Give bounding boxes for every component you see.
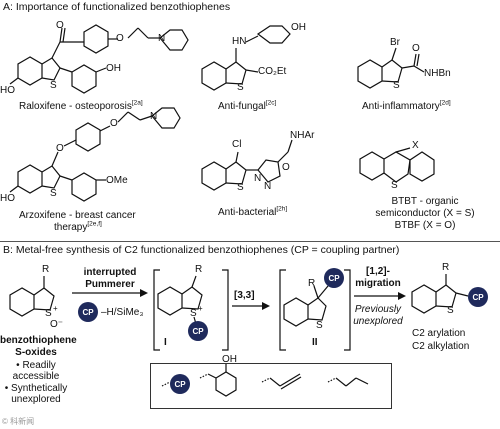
int1-r: R xyxy=(195,264,203,275)
substrate-bullet-2b: unexplored xyxy=(11,394,61,405)
arzoxifene-n: N xyxy=(150,111,158,122)
substrate-plus: + xyxy=(53,304,58,313)
product-s: S xyxy=(447,305,454,316)
btbt-label-2: semiconductor (X = S) xyxy=(375,208,475,219)
arzoxifene-o2: O xyxy=(110,118,118,129)
raloxifene-ho: HO xyxy=(0,85,15,96)
antiinflammatory-nhbn: NHBn xyxy=(424,68,451,79)
substrate-bullet-1b: accessible xyxy=(12,371,60,382)
arzoxifene-o1: O xyxy=(56,143,64,154)
section-divider xyxy=(0,241,500,242)
antifungal-co2et: CO₂Et xyxy=(258,66,287,77)
substrate-name-2: S-oxides xyxy=(15,347,57,358)
step2-label: [3,3] xyxy=(234,290,255,301)
watermark: © 科新闻 xyxy=(2,417,35,426)
antibacterial-label: Anti-bacterial[2h] xyxy=(218,205,288,218)
antiinflammatory-s: S xyxy=(393,80,400,91)
antifungal-label: Anti-fungal[2c] xyxy=(218,99,277,112)
product-outcome-1: C2 arylation xyxy=(412,328,466,339)
btbt-x: X xyxy=(412,140,419,151)
substrate-s: S xyxy=(45,308,52,319)
antiinflammatory-label: Anti-inflammatory[2d] xyxy=(362,99,451,112)
step1-cp-badge: CP xyxy=(82,308,94,317)
int2-r: R xyxy=(308,278,316,289)
step3-note-1: Previously xyxy=(354,304,402,315)
cp-box-oh: OH xyxy=(222,354,237,365)
antibacterial-nhar: NHAr xyxy=(290,130,315,141)
raloxifene-n: N xyxy=(158,33,166,44)
btbt-label-1: BTBT - organic xyxy=(391,196,459,207)
antiinflammatory-br: Br xyxy=(390,37,400,48)
product-r: R xyxy=(442,262,450,273)
cp-box-badge: CP xyxy=(174,380,186,389)
antiinflammatory-o: O xyxy=(412,43,420,54)
int2-label: II xyxy=(312,337,318,348)
int2-s: S xyxy=(316,320,323,331)
int1-cp-badge: CP xyxy=(192,327,204,336)
substrate-ominus: O⁻ xyxy=(50,319,64,330)
substrate-bullet-1: • Readily xyxy=(16,360,56,371)
substrate-r: R xyxy=(42,264,50,275)
substrate-name-1: benzothiophene xyxy=(0,335,77,346)
antifungal-oh: OH xyxy=(291,22,306,33)
antibacterial-n2: N xyxy=(254,173,262,184)
step1-reagent: –H/SiMe₃ xyxy=(101,307,144,318)
int1-plus: + xyxy=(198,304,203,313)
int2-cp-badge: CP xyxy=(328,274,340,283)
btbt-label-3: BTBF (X = O) xyxy=(394,220,456,231)
arzoxifene-ho: HO xyxy=(0,193,15,204)
step3-label-1: [1,2]- xyxy=(366,266,390,277)
antibacterial-cl: Cl xyxy=(232,139,242,150)
product-cp-badge: CP xyxy=(472,293,484,302)
arzoxifene-ome: OMe xyxy=(106,175,128,186)
antifungal-s: S xyxy=(237,82,244,93)
int1-label: I xyxy=(164,337,167,348)
step1-label-2: Pummerer xyxy=(85,279,135,290)
raloxifene-carbonyl-o: O xyxy=(56,20,64,31)
section-b-title: B: Metal-free synthesis of C2 functional… xyxy=(3,244,400,256)
section-a-title: A: Importance of functionalized benzothi… xyxy=(3,1,231,13)
antibacterial-s: S xyxy=(237,182,244,193)
coupling-partner-box xyxy=(150,363,392,409)
raloxifene-ether-o: O xyxy=(116,33,124,44)
int1-s: S xyxy=(190,308,197,319)
raloxifene-oh: OH xyxy=(106,63,121,74)
step1-label-1: interrupted xyxy=(83,267,137,278)
antibacterial-n1: N xyxy=(264,181,272,192)
arzoxifene-label-2: therapy[2e,f] xyxy=(54,220,102,233)
arzoxifene-s: S xyxy=(50,188,57,199)
product-outcome-2: C2 alkylation xyxy=(412,341,470,352)
arzoxifene-label-1: Arzoxifene - breast cancer xyxy=(19,210,136,221)
step3-label-2: migration xyxy=(355,278,401,289)
antifungal-hn: HN xyxy=(232,36,247,47)
antibacterial-o: O xyxy=(282,162,290,173)
substrate-bullet-2: • Synthetically xyxy=(4,383,68,394)
btbt-s: S xyxy=(391,180,398,191)
raloxifene-s: S xyxy=(50,80,57,91)
raloxifene-label: Raloxifene - osteoporosis[2a] xyxy=(19,99,143,112)
step3-note-2: unexplored xyxy=(353,316,403,327)
